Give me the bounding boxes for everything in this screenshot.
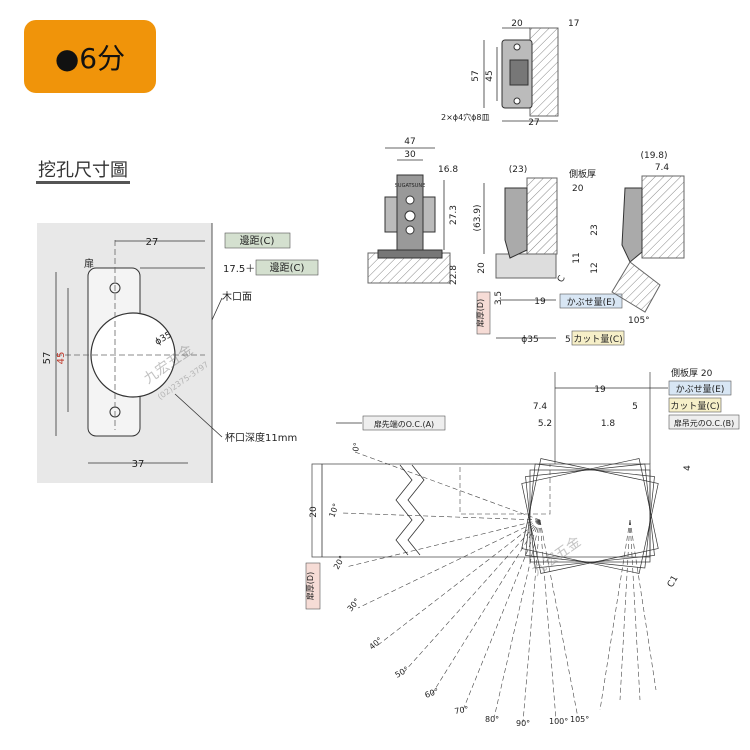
side-label-door-d: 扉厚(D): [475, 299, 485, 327]
cup-boring-drawing: 27 17.5＋ 邊距(C) 邊距(C) 扉 木口面 57 45 37 ϕ35 …: [37, 223, 319, 483]
door-label: 扉: [84, 257, 94, 270]
section-title: 挖孔尺寸圖: [38, 160, 128, 181]
size-badge: ●6分: [24, 20, 156, 93]
swing-dim-5-2: 5.2: [538, 419, 552, 429]
dim-27: 27: [146, 237, 159, 248]
front-dim-27-3: 27.3: [449, 205, 459, 225]
open-dim-105: 105°: [628, 316, 650, 326]
swing-label-cover-e: かぶせ量(E): [676, 384, 725, 395]
side-label-cover-e: かぶせ量(E): [567, 297, 616, 308]
plate-dim-27: 27: [528, 118, 539, 128]
label-wood-face: 木口面: [222, 291, 252, 303]
angle-100: 100°: [549, 717, 568, 726]
swing-dim-20: 20: [309, 506, 319, 518]
side-label-side-thick: 側板厚: [569, 168, 596, 180]
angle-60: 60°: [424, 687, 440, 700]
front-dim-47: 47: [404, 137, 415, 147]
dim-57: 57: [42, 352, 53, 365]
dim-37: 37: [132, 459, 145, 470]
swing-dim-7-4: 7.4: [533, 402, 548, 412]
side-dim-12: 12: [590, 262, 600, 273]
side-dim-23p: (23): [509, 165, 527, 175]
side-dim-3-5: 3.5: [494, 291, 504, 305]
swing-dim-4: 4: [683, 465, 693, 471]
side-dim-63-9: (63.9): [473, 204, 483, 231]
plate-dim-45: 45: [485, 70, 495, 81]
label-edge-c2: 邊距(C): [270, 261, 305, 274]
front-dim-22-8: 22.8: [449, 265, 459, 285]
side-dim-19: 19: [534, 297, 546, 307]
angle-40: 40°: [368, 636, 385, 652]
swing-label-door-d: 扉厚(D): [305, 572, 315, 600]
holes-note: 2×ϕ4穴ϕ8皿: [441, 112, 490, 122]
swing-label-side-thick: 側板厚 20: [671, 367, 713, 379]
side-dim-c: C: [556, 274, 568, 284]
angle-90: 90°: [516, 719, 530, 728]
side-label-cut-c: カット量(C): [573, 334, 622, 345]
side-dim-5: 5: [565, 335, 571, 345]
open-dim-19-8: (19.8): [640, 151, 667, 161]
swing-dim-1-8: 1.8: [601, 419, 616, 429]
hinge-front-view: SUGATSUNE 47 30 16.8 27.3 22.8: [367, 137, 459, 285]
swing-label-oc-b: 扉吊元のO.C.(B): [674, 418, 734, 428]
angle-10: 10°: [327, 502, 340, 518]
swing-label-oc-a: 扉先端のO.C.(A): [374, 419, 434, 429]
angle-0: 0°: [351, 442, 361, 453]
brand-mark: SUGATSUNE: [395, 183, 426, 189]
swing-diagram: 側板厚 20 19 かぶせ量(E) 7.4 5 カット量(C) 5.2 1.8 …: [305, 367, 740, 728]
swing-lines: [341, 451, 657, 723]
open-dim-7-4: 7.4: [655, 163, 670, 173]
size-badge-label: ●6分: [54, 41, 126, 75]
plate-dim-20: 20: [511, 19, 523, 29]
swing-dim-5: 5: [632, 402, 638, 412]
dim-45: 45: [56, 352, 67, 365]
hinge-side-view: (23) 側板厚 20 (63.9) 23 11 12 20 3.5 C 19 …: [473, 165, 625, 346]
swing-dim-19: 19: [594, 385, 606, 395]
side-dim-phi35: ϕ35: [521, 335, 538, 345]
dim-17-5: 17.5＋: [223, 264, 255, 275]
angle-30: 30°: [346, 597, 362, 614]
label-edge-c: 邊距(C): [240, 234, 275, 247]
side-dim-23: 23: [590, 224, 600, 235]
angle-105: 105°: [570, 715, 589, 724]
swing-label-c1: C1: [666, 574, 681, 589]
side-dim-11: 11: [572, 252, 582, 263]
plate-dim-57: 57: [471, 70, 481, 81]
side-dim-20: 20: [477, 262, 487, 274]
front-dim-30: 30: [404, 150, 416, 160]
swing-label-cut-c: カット量(C): [670, 401, 719, 412]
side-label-side-thick-val: 20: [572, 184, 584, 194]
mounting-plate-view: 20 17 57 45 27 2×ϕ4穴ϕ8皿: [441, 19, 579, 128]
front-dim-16-8: 16.8: [438, 165, 458, 175]
label-cup-depth: 杯口深度11mm: [225, 431, 297, 444]
screw-hole-top: [109, 282, 121, 294]
angle-50: 50°: [394, 665, 411, 680]
door-swing-outlines: [521, 458, 659, 574]
hinge-open-view: (19.8) 7.4 105°: [611, 151, 685, 326]
angle-80: 80°: [485, 715, 499, 724]
plate-dim-17: 17: [568, 19, 579, 29]
angle-70: 70°: [454, 705, 470, 716]
section-title-underline: [36, 181, 130, 184]
